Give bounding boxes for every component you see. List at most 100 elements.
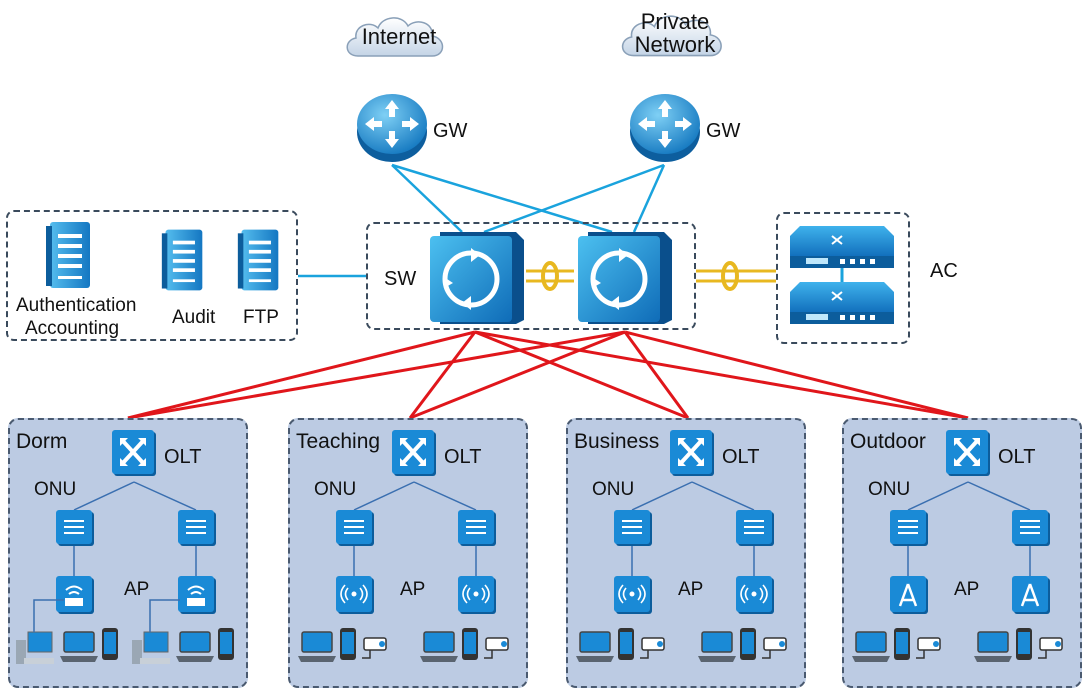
gateway-router-icon [630,94,700,162]
laptop-icon [974,631,1012,662]
internet-cloud-icon [346,17,444,57]
camera-icon [362,637,387,659]
link-gw2-sw1 [483,163,665,234]
access-controller-icon [790,226,894,324]
smartphone-icon [894,628,910,660]
onu-icon [178,510,216,546]
camera-icon [1038,637,1063,659]
ac-label: AC [930,260,958,282]
private-network-cloud-icon [621,15,722,57]
server-group-box [6,210,298,341]
zone-devices-business [576,430,787,662]
laptop-icon [60,631,98,662]
wifi-router-ap-icon [178,576,216,614]
link-gw1-sw1 [391,164,463,233]
link-sw1-dorm [127,330,476,420]
zone-title: Business [574,430,660,453]
wireless-ap-icon [736,576,774,614]
core-switch-icon [578,232,672,324]
wireless-ap-icon [458,576,496,614]
olt-label: OLT [998,446,1036,468]
private-network-line2: Network [634,32,716,58]
onu-label: ONU [34,479,77,500]
olt-label: OLT [722,446,760,468]
ap-label: AP [678,579,704,600]
audit-label: Audit [172,307,216,328]
link-sw1-business [474,330,689,420]
camera-icon [484,637,509,659]
onu-icon [1012,510,1050,546]
onu-icon [736,510,774,546]
onu-label: ONU [868,479,911,500]
camera-icon [640,637,665,659]
antenna-ap-icon [890,576,928,614]
uplink-lines [391,163,666,234]
ac-box [776,212,910,344]
desktop-pc-icon [16,631,54,664]
zone-devices-teaching [298,430,509,662]
link-sw2-business [623,331,690,419]
onu-label: ONU [314,479,357,500]
sw-label: SW [384,268,417,290]
link-sw2-dorm [127,330,626,420]
olt-icon [946,430,990,476]
onu-icon [56,510,94,546]
olt-icon [392,430,436,476]
zone-title: Dorm [16,430,68,453]
zone-devices-dorm [16,430,234,664]
ap-label: AP [400,579,426,600]
server-icon [161,229,203,291]
laptop-icon [576,631,614,662]
onu-icon [458,510,496,546]
wireless-ap-icon [614,576,652,614]
stack-link-icon [526,261,574,291]
smartphone-icon [462,628,478,660]
server-icon [237,229,279,291]
antenna-ap-icon [1012,576,1050,614]
zone-devices-outdoor [852,430,1063,662]
wireless-ap-icon [336,576,374,614]
gateway-router-icon [357,94,427,162]
onu-icon [336,510,374,546]
smartphone-icon [618,628,634,660]
smartphone-icon [740,628,756,660]
laptop-icon [852,631,890,662]
sw-stack-box [366,222,696,330]
olt-label: OLT [164,446,202,468]
private-network-label: Private Network [625,10,725,56]
ac-link-icon [696,261,776,291]
core-switch-icon [430,232,524,324]
internet-label: Internet [361,24,437,49]
link-sw2-teaching [409,330,626,420]
private-network-line1: Private [640,9,710,34]
link-gw2-sw2 [632,164,666,233]
link-sw1-outdoor [474,330,969,420]
wifi-router-ap-icon [56,576,94,614]
ap-label: AP [954,579,980,600]
laptop-icon [420,631,458,662]
gw-right-label: GW [706,120,741,142]
smartphone-icon [218,628,234,660]
auth-line1-label: Authentication [16,295,137,316]
camera-icon [762,637,787,659]
smartphone-icon [102,628,118,660]
downlink-lines [127,330,969,420]
ap-label: AP [124,579,150,600]
auth-line2-label: Accounting [25,318,120,339]
smartphone-icon [1016,628,1032,660]
laptop-icon [176,631,214,662]
desktop-pc-icon [132,631,170,664]
link-sw2-outdoor [624,330,969,420]
olt-icon [670,430,714,476]
gw-left-label: GW [433,120,468,142]
laptop-icon [698,631,736,662]
onu-icon [614,510,652,546]
olt-label: OLT [444,446,482,468]
camera-icon [916,637,941,659]
link-sw1-teaching [408,331,477,419]
onu-icon [890,510,928,546]
zone-title: Teaching [296,430,381,453]
link-gw1-sw2 [391,163,613,234]
ftp-label: FTP [243,307,279,328]
